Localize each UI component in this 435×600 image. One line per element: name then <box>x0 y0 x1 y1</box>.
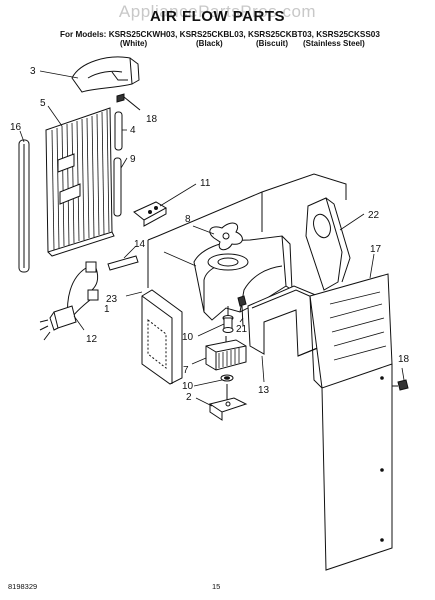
callout-10-lower: 10 <box>182 381 194 392</box>
part-21-screw <box>237 295 247 327</box>
callout-numbers: 1 2 3 4 5 7 8 9 10 10 11 12 13 14 16 17 … <box>10 66 410 403</box>
watermark: AppliancePartsPros.com <box>118 2 317 21</box>
callout-10-upper: 10 <box>182 332 194 343</box>
callout-2: 2 <box>186 392 192 403</box>
part-3-duct-cover <box>71 56 140 93</box>
model-4: KSRS25CKSS03 <box>316 30 380 39</box>
part-14-connector <box>107 255 139 271</box>
callout-12: 12 <box>86 334 98 345</box>
callout-16: 16 <box>10 122 22 133</box>
model-2: KSRS25CKBL03, <box>179 30 246 39</box>
callout-18-side: 18 <box>398 354 410 365</box>
page-number: 15 <box>212 582 221 591</box>
part-8-fan-blade <box>209 222 243 251</box>
callout-23: 23 <box>106 294 118 305</box>
part-4-strip <box>114 111 123 151</box>
page-title: AIR FLOW PARTS <box>149 8 286 25</box>
part-10-grommet-lower <box>220 374 234 382</box>
models-prefix: For Models: <box>60 30 107 39</box>
cabinet-outline <box>147 173 347 288</box>
part-2-motor-bracket <box>208 384 248 421</box>
callout-17: 17 <box>370 244 382 255</box>
model-color-2: (Black) <box>196 39 223 48</box>
part-16-strip <box>18 139 30 273</box>
part-18-screw-top <box>116 93 141 111</box>
callout-18-top: 18 <box>146 114 158 125</box>
part-12-wire-harness <box>39 261 99 341</box>
part-11-bracket <box>133 201 168 227</box>
callout-9: 9 <box>130 154 136 165</box>
callout-3: 3 <box>30 66 36 77</box>
model-3: KSRS25CKBT03, <box>247 30 314 39</box>
part-18-screw-side <box>392 379 409 391</box>
part-13-gasket <box>247 285 323 357</box>
callout-21: 21 <box>236 324 248 335</box>
model-color-1: (White) <box>120 39 148 48</box>
model-color-3: (Biscuit) <box>256 39 288 48</box>
models-line: For Models: KSRS25CKWH03, KSRS25CKBL03, … <box>60 30 380 39</box>
part-9-strip <box>113 157 122 217</box>
callout-5: 5 <box>40 98 46 109</box>
model-color-4: (Stainless Steel) <box>303 39 365 48</box>
part-5-evaporator-cover <box>45 107 115 257</box>
callout-7: 7 <box>183 365 189 376</box>
callout-11: 11 <box>200 178 211 189</box>
part-7-fan-motor <box>205 336 247 371</box>
callout-4: 4 <box>130 125 136 136</box>
part-17-rear-panel <box>309 273 393 571</box>
callout-22: 22 <box>368 210 380 221</box>
callout-8: 8 <box>185 214 191 225</box>
leader-lines <box>19 70 405 407</box>
callout-13: 13 <box>258 385 270 396</box>
callout-14: 14 <box>134 239 146 250</box>
callout-1: 1 <box>104 304 110 315</box>
part-22-damper-duct <box>305 197 351 291</box>
part-23-side-duct <box>141 289 183 385</box>
model-1: KSRS25CKWH03, <box>108 30 178 39</box>
document-number: 8198329 <box>8 582 38 591</box>
